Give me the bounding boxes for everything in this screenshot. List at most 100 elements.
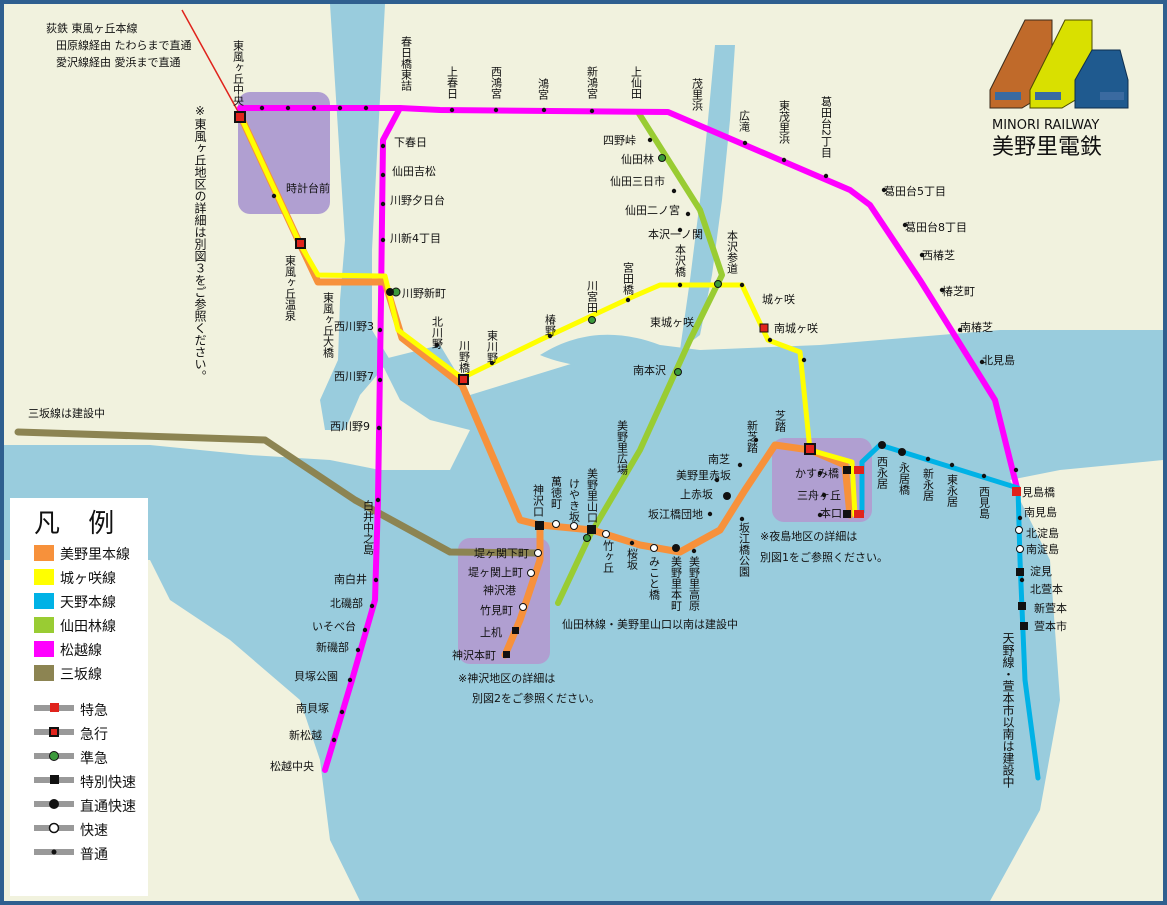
station-label: 西川野9 — [330, 420, 370, 433]
local-stop-dot — [677, 227, 683, 233]
marker-express — [804, 443, 816, 455]
legend-line-swatch — [34, 665, 54, 681]
legend-marker-local — [51, 849, 57, 855]
local-stop-dot — [434, 342, 440, 348]
station-label: 椿芝町 — [942, 285, 975, 298]
station-label: 川野新町 — [402, 286, 446, 300]
station-label: 上仙田 — [630, 66, 643, 99]
local-stop-dot — [625, 297, 631, 303]
station-label: 神沢本町 — [452, 648, 496, 662]
local-stop-dot — [881, 187, 887, 193]
marker-limited-express — [854, 466, 864, 474]
station-label: 東風ヶ丘大橋 — [322, 292, 335, 359]
marker-special-rapid — [843, 510, 851, 518]
local-stop-dot — [271, 193, 277, 199]
local-stop-dot — [377, 377, 383, 383]
local-stop-dot — [801, 357, 807, 363]
through-service-line — [181, 9, 241, 116]
station-label: 芝踏 — [774, 410, 787, 433]
legend-line-label: 仙田林線 — [60, 619, 116, 635]
legend-line-swatch — [34, 545, 54, 561]
legend-line-label: 城ヶ咲線 — [60, 571, 116, 587]
station-label: 東城ヶ咲 — [650, 315, 694, 329]
logo-window — [995, 92, 1021, 100]
local-stop-dot — [742, 140, 748, 146]
local-stop-dot — [375, 497, 381, 503]
marker-special-rapid — [512, 627, 519, 634]
station-label: 北萱本 — [1030, 582, 1063, 596]
station-label: 茂里浜 — [691, 77, 704, 112]
station-label: いそべ台 — [312, 619, 356, 633]
station-label: 下春日 — [394, 136, 427, 149]
legend-line-swatch — [34, 569, 54, 585]
local-stop-dot — [823, 173, 829, 179]
local-stop-dot — [380, 201, 386, 207]
marker-semi-express — [658, 154, 666, 162]
station-label: 上春日 — [446, 66, 459, 99]
station-label: 南芝 — [708, 453, 730, 466]
station-label: かすみ橋 — [795, 466, 839, 480]
marker-semi-express — [583, 534, 591, 542]
station-label: 仙田三日市 — [610, 174, 665, 188]
local-stop-dot — [677, 282, 683, 288]
marker-express — [759, 323, 769, 333]
station-label: 西川野3 — [334, 320, 374, 333]
station-label: 南淀島 — [1026, 542, 1059, 556]
station-label: 本沢一ノ関 — [648, 227, 703, 241]
station-label: 仙田二ノ宮 — [625, 203, 680, 217]
marker-rapid — [552, 520, 560, 528]
local-stop-dot — [493, 107, 499, 113]
marker-rapid — [650, 544, 658, 552]
sendabayashi-note: 仙田林線・美野里山口以南は建設中 — [562, 617, 738, 631]
station-label: 萬徳町 — [550, 476, 563, 509]
local-stop-dot — [949, 462, 955, 468]
legend-type-label: 特別快速 — [80, 775, 136, 791]
marker-special-rapid — [843, 466, 851, 474]
station-label: 西川野7 — [334, 370, 374, 383]
local-stop-dot — [547, 333, 553, 339]
local-stop-dot — [979, 359, 985, 365]
station-label: 美野里広場 — [616, 420, 629, 476]
station-label: 上赤坂 — [680, 488, 713, 501]
station-label: 白井中之島 — [362, 499, 375, 556]
marker-special-rapid — [535, 521, 544, 530]
local-stop-dot — [380, 143, 386, 149]
legend-line-label: 美野里本線 — [60, 547, 130, 563]
legend-type-label: 快速 — [80, 823, 108, 839]
station-label: 西永居 — [876, 456, 889, 490]
local-stop-dot — [737, 462, 743, 468]
marker-special-rapid — [587, 525, 596, 534]
marker-rapid — [534, 549, 542, 557]
local-stop-dot — [1017, 515, 1023, 521]
station-label: 貝塚公園 — [294, 670, 338, 683]
station-label: 葛田台5丁目 — [884, 184, 946, 198]
local-stop-dot — [714, 477, 720, 483]
station-label: 南見島 — [1024, 505, 1057, 519]
local-stop-dot — [981, 473, 987, 479]
local-stop-dot — [817, 512, 823, 518]
logo-window — [1035, 92, 1061, 100]
marker-express-limited — [234, 111, 246, 123]
station-label: 見島橋 — [1022, 485, 1055, 499]
station-label: 仙田林 — [621, 152, 654, 166]
local-stop-dot — [347, 677, 353, 683]
legend-marker-special-rapid — [50, 775, 59, 784]
station-label: 神沢口 — [532, 483, 545, 517]
station-label: 萱本市 — [1034, 619, 1067, 633]
brand-name-jp: 美野里電鉄 — [992, 135, 1102, 160]
local-stop-dot — [363, 105, 369, 111]
local-stop-dot — [337, 105, 343, 111]
station-label: 淀見 — [1030, 564, 1052, 578]
station-label: 広滝 — [738, 110, 751, 132]
legend-marker-limited-express — [50, 703, 59, 712]
local-stop-dot — [489, 360, 495, 366]
local-stop-dot — [380, 237, 386, 243]
station-label: 西鴻宮 — [490, 66, 503, 100]
legend-line-swatch — [34, 641, 54, 657]
station-label: 東茂里浜 — [778, 100, 791, 145]
local-stop-dot — [1013, 467, 1019, 473]
local-stop-dot — [541, 107, 547, 113]
river-east — [680, 45, 735, 350]
